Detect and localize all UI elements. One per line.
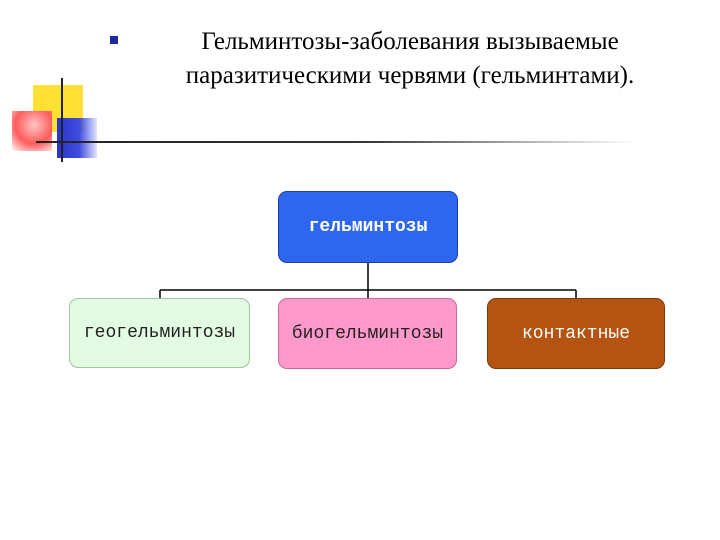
diagram-root-node: гельминтозы <box>278 191 458 263</box>
slide-title: Гельминтозы-заболевания вызываемые параз… <box>185 28 635 89</box>
red-square-decoration <box>12 111 52 151</box>
node-label: геогельминтозы <box>83 323 236 343</box>
vertical-rule <box>61 78 63 162</box>
node-label: контактные <box>521 323 631 344</box>
diagram-node-geohelminthiasis: геогельминтозы <box>69 298 250 368</box>
node-label: биогельминтозы <box>291 323 444 344</box>
blue-square-decoration <box>57 118 97 158</box>
decorative-corner-graphic <box>0 0 720 170</box>
diagram-node-biohelminthiasis: биогельминтозы <box>278 298 457 369</box>
bullet-square-icon <box>110 36 118 44</box>
diagram-node-contact: контактные <box>487 298 665 369</box>
root-node-label: гельминтозы <box>308 217 428 237</box>
horizontal-rule <box>36 141 636 143</box>
